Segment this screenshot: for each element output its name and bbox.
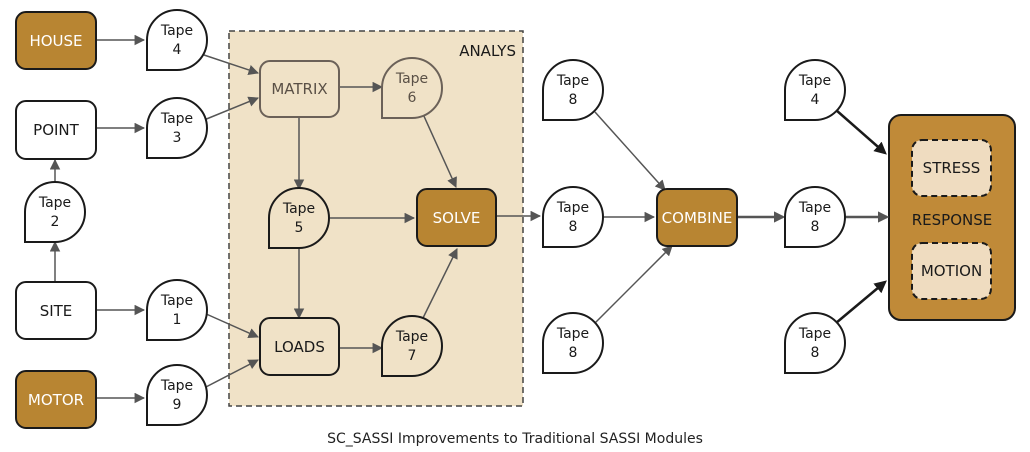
- svg-text:4: 4: [173, 42, 182, 58]
- svg-text:Tape: Tape: [160, 23, 193, 39]
- svg-text:Tape: Tape: [556, 73, 589, 89]
- svg-text:8: 8: [569, 219, 578, 235]
- svg-text:Tape: Tape: [395, 71, 428, 87]
- svg-text:8: 8: [811, 219, 820, 235]
- response-label: RESPONSE: [912, 211, 993, 229]
- svg-text:8: 8: [811, 345, 820, 361]
- edge-tape8-response-bottom: [835, 280, 887, 324]
- stress-box: [911, 139, 992, 197]
- svg-text:2: 2: [51, 214, 60, 230]
- point-label: POINT: [33, 121, 79, 139]
- loads-label: LOADS: [274, 338, 325, 356]
- edge-tape9-loads: [203, 359, 259, 389]
- svg-text:Tape: Tape: [798, 200, 831, 216]
- svg-text:Tape: Tape: [160, 293, 193, 309]
- motor-node: [15, 370, 97, 429]
- matrix-label: MATRIX: [271, 80, 327, 98]
- tapes: Tape 4 Tape 3 Tape 2 Tape 1 Tape 9 Tape …: [24, 8, 846, 426]
- motor-label: MOTOR: [28, 391, 84, 409]
- edges: [49, 34, 673, 404]
- point-node: [15, 100, 97, 160]
- svg-text:6: 6: [408, 90, 417, 106]
- motion-box: [911, 242, 992, 300]
- svg-text:Tape: Tape: [160, 378, 193, 394]
- house-node: [15, 11, 97, 70]
- tape-motor-out: Tape 9: [146, 363, 208, 426]
- svg-text:5: 5: [295, 220, 304, 236]
- svg-text:9: 9: [173, 397, 182, 413]
- edge-tape4-response: [835, 109, 887, 155]
- svg-text:4: 4: [811, 92, 820, 108]
- house-label: HOUSE: [29, 32, 82, 50]
- svg-text:Tape: Tape: [38, 195, 71, 211]
- edge-tape8top-combine: [594, 111, 666, 191]
- svg-text:3: 3: [173, 130, 182, 146]
- site-label: SITE: [40, 302, 73, 320]
- diagram-caption: SC_SASSI Improvements to Traditional SAS…: [327, 431, 703, 447]
- edge-tape6-solve: [422, 113, 457, 188]
- svg-text:Tape: Tape: [798, 73, 831, 89]
- tape-loads-out: Tape 7: [381, 314, 443, 377]
- tape-combine-out: Tape 8: [784, 185, 846, 248]
- tape-matrix-out: Tape 6: [381, 56, 443, 119]
- svg-text:Tape: Tape: [160, 111, 193, 127]
- svg-text:Tape: Tape: [556, 326, 589, 342]
- loads-node: [259, 317, 340, 376]
- svg-text:7: 7: [408, 348, 417, 364]
- edge-tape8bot-combine: [594, 245, 673, 324]
- solve-node: [416, 188, 497, 247]
- tape-solve-out: Tape 8: [542, 185, 604, 248]
- tape-combine-top: Tape 8: [542, 58, 604, 121]
- analys-label: ANALYS: [459, 42, 516, 60]
- svg-text:8: 8: [569, 345, 578, 361]
- tape-site-up: Tape 2: [24, 180, 86, 243]
- tape-response-bottom: Tape 8: [784, 311, 846, 374]
- tape-response-top: Tape 4: [784, 58, 846, 121]
- tape-site-out: Tape 1: [146, 278, 208, 341]
- combine-node: [656, 188, 738, 247]
- tape-combine-bottom: Tape 8: [542, 311, 604, 374]
- tape-matrix-down: Tape 5: [268, 186, 330, 249]
- tape-point-out: Tape 3: [146, 96, 208, 159]
- svg-text:8: 8: [569, 92, 578, 108]
- edge-tape7-solve: [422, 248, 458, 319]
- heavy-edges: [737, 109, 890, 324]
- edge-tape4-matrix: [203, 54, 259, 75]
- stress-label: STRESS: [923, 159, 981, 177]
- combine-label: COMBINE: [662, 209, 733, 227]
- site-node: [15, 281, 97, 340]
- svg-text:Tape: Tape: [395, 329, 428, 345]
- edge-tape1-loads: [203, 312, 259, 338]
- svg-text:Tape: Tape: [556, 200, 589, 216]
- svg-text:Tape: Tape: [282, 201, 315, 217]
- matrix-node: [259, 60, 340, 118]
- tape-house-out: Tape 4: [146, 8, 208, 71]
- solve-label: SOLVE: [433, 209, 481, 227]
- motion-label: MOTION: [921, 262, 982, 280]
- svg-text:1: 1: [173, 312, 182, 328]
- edge-tape3-matrix: [203, 96, 259, 121]
- svg-text:Tape: Tape: [798, 326, 831, 342]
